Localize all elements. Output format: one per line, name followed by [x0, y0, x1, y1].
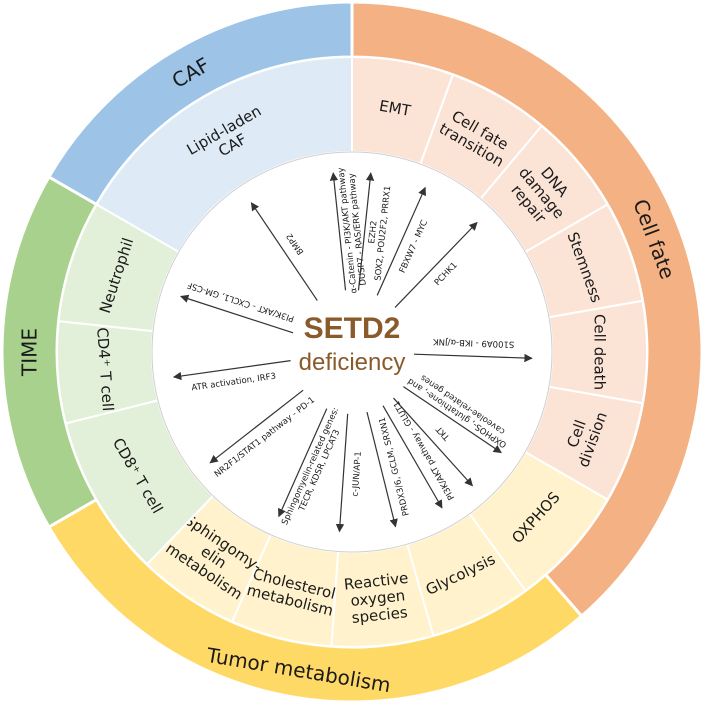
- pathway-arrow: [278, 408, 328, 518]
- pathway-arrow: [413, 353, 533, 363]
- sector-label: Reactiveoxygenspecies: [343, 569, 413, 627]
- sector-label-line: Cell death: [591, 314, 609, 390]
- pathway-arrow: [366, 412, 398, 528]
- pathway-arrow: [376, 186, 426, 296]
- pathway-label-line: S100A9 - IKB-α/JNK: [433, 336, 515, 349]
- pathway-arrow: [172, 360, 291, 381]
- sector-label-line: EMT: [378, 97, 413, 120]
- sector-label: CD4⁺ T cell: [93, 327, 117, 412]
- pathway-arrow: [329, 172, 347, 291]
- pathway-label: c-JUN/AP-1: [351, 451, 364, 497]
- sector-label-line: species: [351, 603, 409, 627]
- center-circle: [151, 151, 553, 553]
- sector-label-line: oxygen: [350, 586, 406, 610]
- pathway-label-line: c-JUN/AP-1: [351, 451, 364, 497]
- pathway-arrow: [357, 172, 375, 291]
- pathway-arrow: [250, 202, 318, 301]
- pathway-arrow: [393, 397, 474, 487]
- pathway-arrow: [180, 294, 294, 334]
- sector-label-line: CD4⁺ T cell: [93, 327, 117, 412]
- sector-label: Cell death: [591, 314, 609, 390]
- sector-label: EMT: [378, 97, 413, 120]
- center-label: SETD2 deficiency: [299, 312, 406, 376]
- pathway-arrow: [209, 389, 304, 464]
- center-disc: [151, 151, 553, 553]
- pathway-arrow: [403, 386, 502, 454]
- center-subtitle: deficiency: [299, 349, 406, 376]
- pathway-arrow: [382, 405, 443, 509]
- center-title: SETD2: [304, 312, 401, 345]
- pathway-label: S100A9 - IKB-α/JNK: [433, 336, 515, 349]
- pathway-label-line: EZH2: [367, 220, 379, 244]
- pathway-arrow: [394, 221, 478, 308]
- pathway-arrow: [335, 413, 349, 533]
- category-label-time: TIME: [18, 328, 42, 377]
